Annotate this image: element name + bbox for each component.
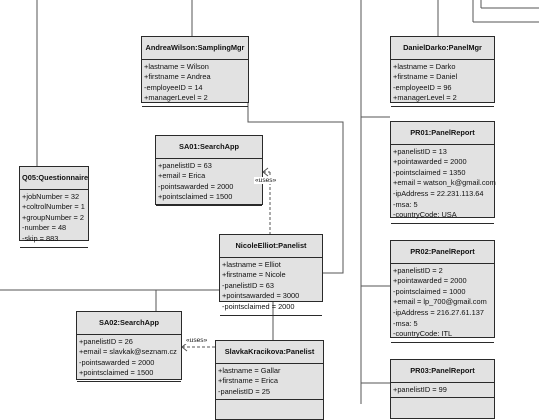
- attribute: +lastname = Darko: [393, 61, 456, 71]
- attribute: +firstname = Erica: [218, 376, 278, 386]
- attribute: -pointsclaimed = 1350: [393, 167, 466, 177]
- attribute: -msa: 5: [393, 318, 418, 328]
- attribute: +pointawarded = 2000: [393, 276, 467, 286]
- class-attributes: +panelistID = 26 +email = slavkak@seznam…: [77, 335, 181, 382]
- class-title: SA02:SearchApp: [77, 312, 181, 335]
- attribute: -pointsawarded = 2000: [79, 357, 155, 367]
- attribute: +pointsclaimed = 1500: [158, 192, 233, 202]
- class-attributes: +panelistID = 13 +pointawarded = 2000 -p…: [391, 145, 496, 224]
- attribute: +groupNumber = 2: [22, 212, 85, 222]
- attribute: +lastname = Gallar: [218, 365, 281, 375]
- class-q05-questionnaire[interactable]: Q05:Questionnaire +jobNumber = 32 +coltr…: [19, 166, 89, 248]
- attribute: +email = slavkak@seznam.cz: [79, 347, 177, 357]
- attribute: +managerLevel = 2: [393, 93, 457, 103]
- attribute: -pointsclaimed = 2000: [222, 301, 295, 311]
- attribute: -employeeID = 14: [144, 82, 203, 92]
- attribute: -pointsawarded = 2000: [158, 181, 234, 191]
- class-attributes: +jobNumber = 32 +coltrolNumber = 1 +grou…: [20, 190, 88, 248]
- class-title: Q05:Questionnaire: [20, 167, 88, 190]
- attribute: -ipAddress = 22.231.113.64: [393, 188, 484, 198]
- attribute: +panelistID = 99: [393, 384, 447, 394]
- attribute: -countryCode: ITL: [393, 329, 453, 339]
- attribute: -countryCode: USA: [393, 210, 457, 220]
- class-title: DanielDarko:PanelMgr: [391, 37, 494, 60]
- dependency-arrowhead: [181, 342, 188, 352]
- attribute: -msa: 5: [393, 199, 418, 209]
- attribute: -employeeID = 96: [393, 82, 452, 92]
- class-danieldarko-panelmgr[interactable]: DanielDarko:PanelMgr +lastname = Darko +…: [390, 36, 495, 107]
- class-title: SlavkaKracikova:Panelist: [216, 341, 323, 364]
- class-attributes: +panelistID = 63 +email = Erica -pointsa…: [156, 159, 262, 206]
- attribute: -pointsclaimed = 1000: [393, 286, 466, 296]
- uses-stereotype-label: «uses»: [254, 177, 278, 184]
- class-title: PR02:PanelReport: [391, 241, 494, 264]
- attribute: +lastname = Elliot: [222, 259, 281, 269]
- attribute: +firstname = Nicole: [222, 270, 286, 280]
- attribute: +panelistID = 13: [393, 146, 447, 156]
- attribute: +panelistID = 2: [393, 265, 443, 275]
- attribute: +firstname = Andrea: [144, 72, 211, 82]
- attribute: +panelistID = 63: [158, 160, 212, 170]
- dependency-arrowhead: [262, 167, 269, 177]
- attribute: +pointsawarded = 3000: [222, 291, 300, 301]
- class-attributes: +lastname = Gallar +firstname = Erica -p…: [216, 364, 323, 401]
- class-title: AndreaWilson:SamplingMgr: [142, 37, 248, 60]
- attribute: +pointsclaimed = 1500: [79, 368, 154, 378]
- class-pr02-panelreport[interactable]: PR02:PanelReport +panelistID = 2 +pointa…: [390, 240, 495, 343]
- class-attributes: +lastname = Wilson +firstname = Andrea -…: [142, 60, 248, 107]
- attribute: +email = Erica: [158, 171, 206, 181]
- connector-lines: [0, 0, 539, 404]
- attribute: +pointawarded = 2000: [393, 157, 467, 167]
- class-pr01-panelreport[interactable]: PR01:PanelReport +panelistID = 13 +point…: [390, 121, 496, 224]
- class-slavkakracikova-panelist[interactable]: SlavkaKracikova:Panelist +lastname = Gal…: [215, 340, 324, 420]
- attribute: -panelistID = 25: [218, 386, 270, 396]
- attribute: +email = watson_k@gmail.com: [393, 178, 496, 188]
- attribute: +lastname = Wilson: [144, 61, 209, 71]
- class-title: NicoleElliot:Panelist: [220, 235, 322, 258]
- class-sa02-searchapp[interactable]: SA02:SearchApp +panelistID = 26 +email =…: [76, 311, 182, 382]
- uses-stereotype-label: «uses»: [185, 337, 209, 344]
- attribute: +email = lp_700@gmail.com: [393, 297, 487, 307]
- class-pr03-panelreport[interactable]: PR03:PanelReport +panelistID = 99: [390, 359, 495, 419]
- class-andreawilson-samplingmgr[interactable]: AndreaWilson:SamplingMgr +lastname = Wil…: [141, 36, 249, 107]
- attribute: +firstname = Daniel: [393, 72, 458, 82]
- attribute: -panelistID = 63: [222, 280, 274, 290]
- attribute: +coltrolNumber = 1: [22, 202, 85, 212]
- attribute: +managerLevel = 2: [144, 93, 208, 103]
- attribute: +jobNumber = 32: [22, 191, 80, 201]
- class-attributes: +panelistID = 99: [391, 383, 494, 399]
- class-attributes: +lastname = Darko +firstname = Daniel -e…: [391, 60, 494, 107]
- class-attributes: +panelistID = 2 +pointawarded = 2000 -po…: [391, 264, 494, 343]
- class-title: PR01:PanelReport: [391, 122, 494, 145]
- attribute: +panelistID = 26: [79, 336, 133, 346]
- class-title: PR03:PanelReport: [391, 360, 494, 383]
- attribute: -number = 48: [22, 223, 67, 233]
- class-sa01-searchapp[interactable]: SA01:SearchApp +panelistID = 63 +email =…: [155, 135, 263, 206]
- attribute: -ipAddress = 216.27.61.137: [393, 307, 485, 317]
- class-attributes: +lastname = Elliot +firstname = Nicole -…: [220, 258, 322, 316]
- association-line: [247, 103, 344, 274]
- attribute: -skip = 883: [22, 233, 59, 243]
- class-title: SA01:SearchApp: [156, 136, 262, 159]
- class-nicoleelliot-panelist[interactable]: NicoleElliot:Panelist +lastname = Elliot…: [219, 234, 323, 316]
